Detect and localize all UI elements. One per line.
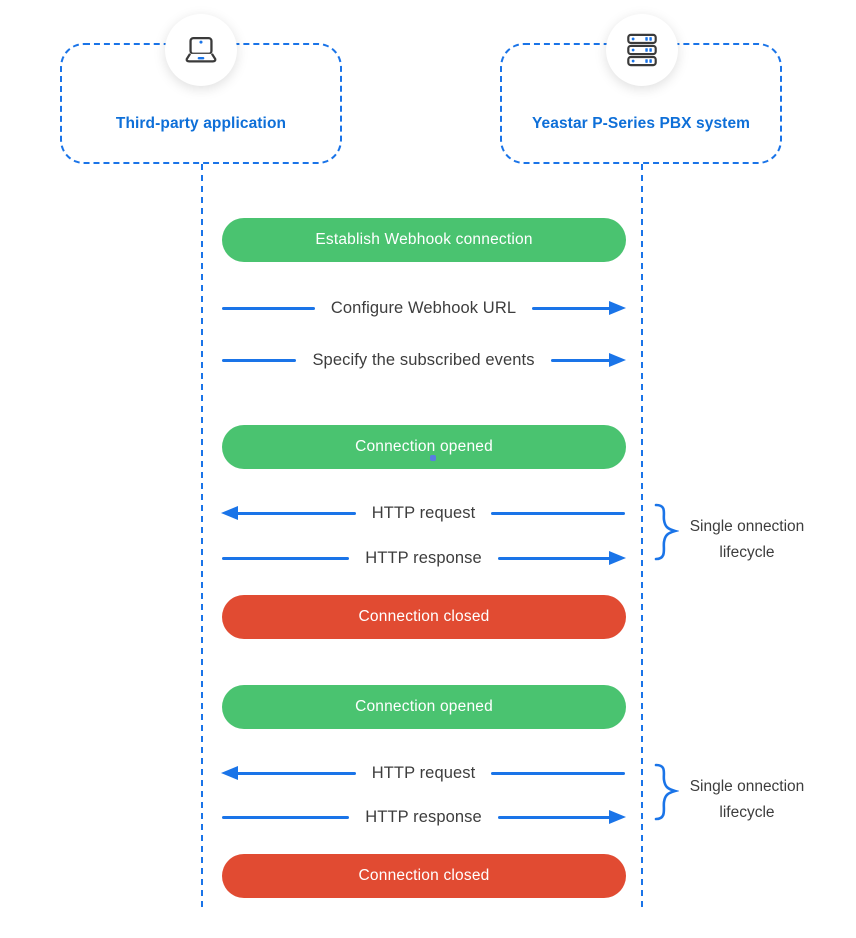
status-pill-connection-opened-1: Connection opened bbox=[222, 425, 626, 469]
message-label: HTTP request bbox=[371, 503, 476, 522]
message-http-response-2: HTTP response bbox=[222, 802, 627, 832]
note-line: lifecycle bbox=[719, 804, 775, 821]
arrow-left-icon bbox=[221, 505, 356, 521]
message-configure-webhook-url: Configure Webhook URL bbox=[222, 293, 626, 323]
lifecycle-note: Single onnection lifecycle bbox=[681, 514, 813, 566]
lifeline-pbx bbox=[641, 164, 643, 909]
status-pill-connection-opened-2: Connection opened bbox=[222, 685, 626, 729]
lifecycle-annotation-2: Single onnection lifecycle bbox=[651, 762, 813, 826]
message-http-request-1: HTTP request bbox=[221, 498, 626, 528]
note-line: Single onnection bbox=[689, 778, 805, 795]
cursor-dot bbox=[430, 455, 436, 461]
lifecycle-note: Single onnection lifecycle bbox=[681, 774, 813, 826]
actor-label-pbx: Yeastar P-Series PBX system bbox=[531, 114, 751, 132]
message-http-request-2: HTTP request bbox=[221, 758, 626, 788]
message-http-response-1: HTTP response bbox=[222, 543, 627, 573]
arrow-right-icon bbox=[550, 352, 627, 368]
server-icon bbox=[606, 14, 678, 86]
message-label: HTTP response bbox=[365, 548, 482, 567]
arrow-right-icon bbox=[497, 809, 627, 825]
actor-label-third-party: Third-party application bbox=[115, 114, 287, 132]
arrow-line bbox=[491, 505, 626, 521]
arrow-line bbox=[222, 300, 315, 316]
message-specify-subscribed-events: Specify the subscribed events bbox=[222, 345, 627, 375]
arrow-right-icon bbox=[497, 550, 627, 566]
note-line: lifecycle bbox=[719, 544, 775, 561]
curly-brace-icon bbox=[654, 503, 679, 561]
arrow-line bbox=[491, 765, 626, 781]
message-label: Specify the subscribed events bbox=[312, 350, 535, 369]
status-pill-connection-closed-1: Connection closed bbox=[222, 595, 626, 639]
message-label: HTTP response bbox=[365, 807, 482, 826]
arrow-line bbox=[222, 352, 297, 368]
lifecycle-annotation-1: Single onnection lifecycle bbox=[651, 502, 813, 566]
note-line: Single onnection bbox=[689, 518, 805, 535]
curly-brace-icon bbox=[654, 763, 679, 821]
message-label: Configure Webhook URL bbox=[330, 298, 517, 317]
arrow-line bbox=[222, 809, 350, 825]
arrow-right-icon bbox=[532, 300, 626, 316]
status-pill-connection-closed-2: Connection closed bbox=[222, 854, 626, 898]
arrow-line bbox=[222, 550, 350, 566]
lifeline-third-party bbox=[201, 164, 203, 909]
laptop-icon bbox=[165, 14, 237, 86]
arrow-left-icon bbox=[221, 765, 356, 781]
message-label: HTTP request bbox=[371, 763, 476, 782]
status-pill-establish-webhook-connection: Establish Webhook connection bbox=[222, 218, 626, 262]
